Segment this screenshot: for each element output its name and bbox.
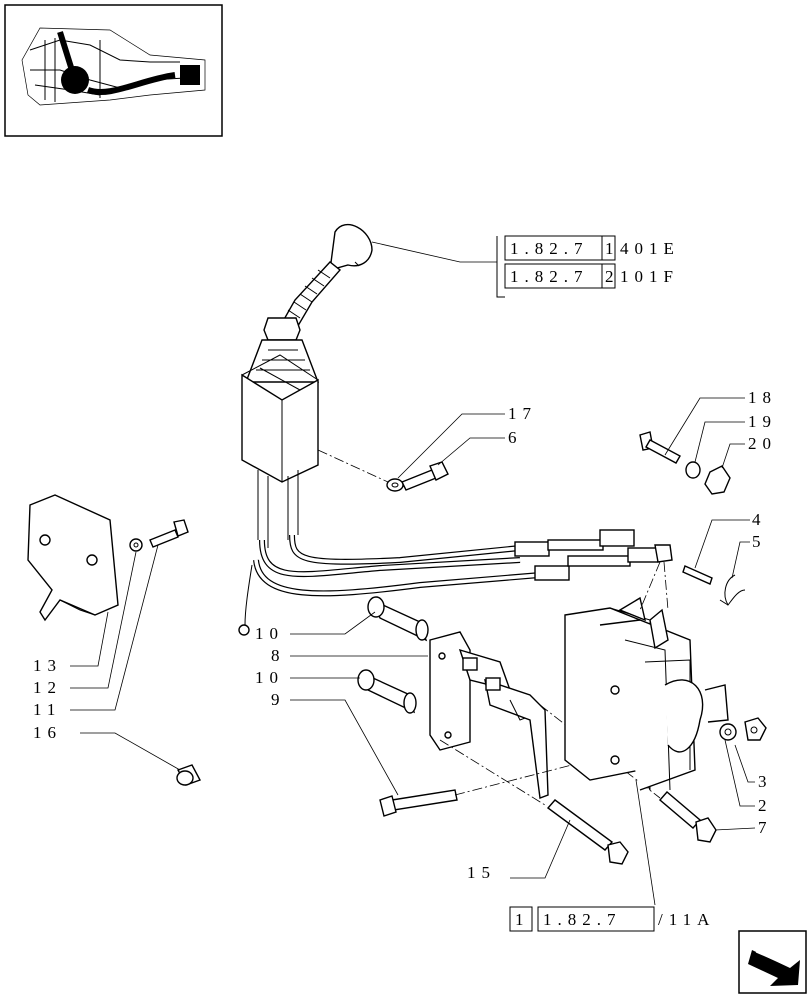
callout-13: 13 (33, 656, 62, 675)
spacer-10-lower (357, 669, 417, 714)
valve-body (564, 596, 729, 791)
reference-box-bottom: 1 1.82.7 /11A (509, 906, 715, 932)
grommet-16 (176, 764, 201, 786)
callout-9: 9 (271, 690, 286, 709)
callout-7: 7 (758, 818, 773, 837)
callout-12: 12 (33, 678, 62, 697)
callout-17: 17 (508, 404, 537, 423)
bolt-15 (546, 799, 629, 865)
ref-1-suffix[interactable]: 1 (605, 239, 620, 258)
callout-8: 8 (271, 646, 286, 665)
clip-5 (719, 574, 746, 606)
callout-6: 6 (508, 428, 523, 447)
callout-labels: 18 19 20 17 6 4 5 10 8 10 9 13 12 11 16 … (33, 388, 777, 882)
callout-15: 15 (467, 863, 496, 882)
tractor-location-icon (21, 27, 206, 106)
leader-lines (70, 397, 756, 879)
ref-2-box[interactable]: 1.82.7 (510, 267, 589, 286)
ref-3-tail: /11A (658, 910, 715, 929)
bolt-11 (149, 519, 189, 548)
ref-2-suffix[interactable]: 2 (605, 267, 620, 286)
ref-3-box[interactable]: 1.82.7 (543, 910, 622, 929)
bracket-13 (27, 494, 119, 622)
callout-4: 4 (752, 510, 767, 529)
bolt-9 (379, 789, 458, 817)
callout-10-upper: 10 (255, 624, 284, 643)
washer-2 (719, 723, 737, 741)
spacer-10-upper (367, 596, 429, 642)
joystick-assembly (238, 223, 673, 636)
pin-4 (682, 565, 713, 585)
bolt-18-set (639, 431, 731, 495)
ref-1-tail: 401E (620, 239, 680, 258)
bolt-6 (386, 461, 449, 492)
nut-3 (744, 717, 767, 741)
ref-1-box[interactable]: 1.82.7 (510, 239, 589, 258)
callout-10-lower: 10 (255, 668, 284, 687)
bracket-8 (429, 631, 549, 799)
callout-5: 5 (752, 532, 767, 551)
callout-19: 19 (748, 412, 777, 431)
next-page-arrow-icon[interactable] (738, 930, 807, 994)
callout-11: 11 (33, 700, 61, 719)
washer-12 (129, 538, 143, 552)
ref-3-prefix[interactable]: 1 (515, 910, 530, 929)
callout-3: 3 (758, 772, 773, 791)
thumbnail-frame (4, 4, 223, 137)
ref-2-tail: 101F (620, 267, 679, 286)
reference-box-top: 1.82.7 1 401E 1.82.7 2 101F (496, 235, 680, 298)
callout-20: 20 (748, 434, 777, 453)
callout-2: 2 (758, 796, 773, 815)
bolt-7 (659, 791, 717, 843)
callout-18: 18 (748, 388, 777, 407)
callout-16: 16 (33, 723, 62, 742)
